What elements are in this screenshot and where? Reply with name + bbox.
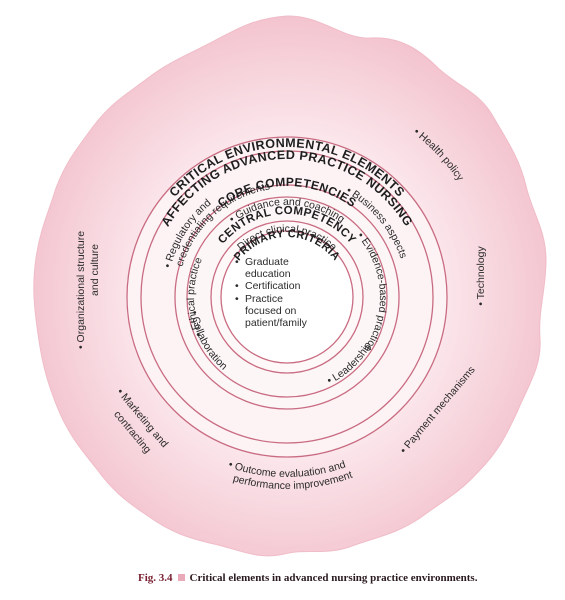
caption-text: Critical elements in advanced nursing pr… xyxy=(189,572,478,584)
ring-central-inner xyxy=(186,196,388,398)
env-org-line2: and culture xyxy=(89,244,101,296)
env-org-line1: • Organizational structure xyxy=(75,231,87,349)
caption-separator-icon xyxy=(177,574,185,582)
env-technology: • Technology xyxy=(475,245,487,305)
figure-caption: Fig. 3.4 Critical elements in advanced nu… xyxy=(138,572,477,584)
criteria-item-certification: Certification xyxy=(235,280,307,292)
diagram-canvas: CRITICAL ENVIRONMENTAL ELEMENTS AFFECTIN… xyxy=(33,15,547,557)
caption-label: Fig. 3.4 xyxy=(138,572,173,584)
ring-core-inner xyxy=(140,150,434,444)
